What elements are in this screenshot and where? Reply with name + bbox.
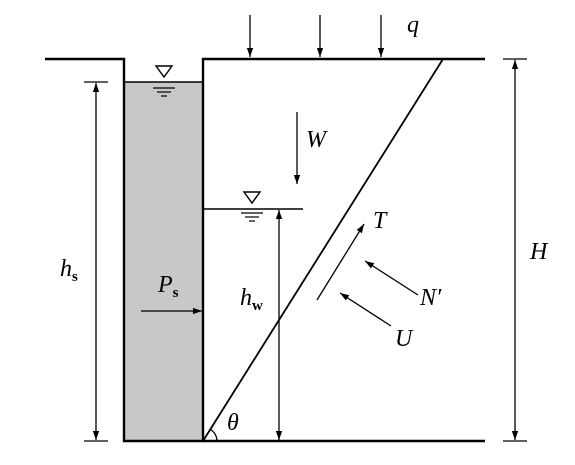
normal-force-arrow [364, 260, 419, 296]
ground-profile [45, 57, 485, 443]
label-U: U [395, 326, 414, 352]
shear-force-arrow [316, 223, 365, 301]
label-T: T [373, 208, 388, 234]
label-W: W [306, 127, 328, 153]
label-Ps: Ps [157, 272, 179, 301]
theta-angle-arc [210, 428, 218, 442]
slurry-trench [125, 82, 203, 441]
label-hw: hw [240, 285, 263, 314]
label-hs-sub: s [72, 269, 78, 285]
label-q: q [407, 12, 419, 38]
label-H: H [529, 239, 549, 265]
label-hw-sub: w [252, 298, 263, 314]
label-hw-main: h [240, 285, 252, 311]
label-theta: θ [227, 410, 239, 436]
label-hs-main: h [60, 256, 72, 282]
label-Ps-main: P [157, 272, 173, 298]
label-hs: hs [60, 256, 78, 285]
label-N-prime: N′ [419, 285, 442, 311]
groundwater-level-marker [241, 191, 263, 222]
slurry-level-marker [153, 65, 175, 97]
label-Ps-sub: s [173, 285, 179, 301]
failure-plane [202, 58, 444, 442]
pore-pressure-arrow [339, 292, 392, 327]
